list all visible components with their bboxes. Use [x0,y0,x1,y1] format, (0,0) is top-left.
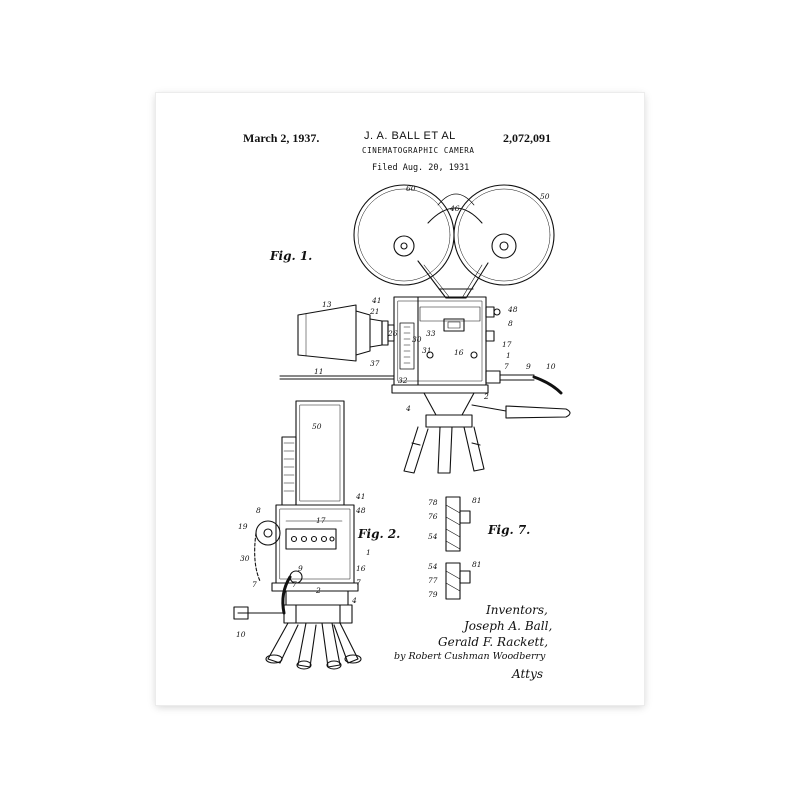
ref-79-fig7: 79 [428,590,438,599]
inventor-2: Gerald F. Rackett, [438,635,549,649]
ref-26: 26 [387,329,398,338]
ref-31: 31 [422,346,432,355]
ref-10: 10 [546,362,556,371]
ref-7b-fig2: 7 [292,580,297,589]
fig7-section-drawing [445,496,471,600]
ref-17: 17 [502,340,512,349]
ref-77-fig7: 77 [428,576,438,585]
ref-9-fig2: 9 [298,564,303,573]
ref-11: 11 [314,367,324,376]
ref-16-fig2: 16 [356,564,366,573]
inventors-label: Inventors, [486,603,548,617]
ref-7-fig2: 7 [252,580,257,589]
ref-21: 21 [369,307,380,316]
filed-date: Filed Aug. 20, 1931 [372,163,470,173]
ref-50-fig2: 50 [312,422,322,431]
ref-30-fig2: 30 [240,554,250,563]
fig2-label: Fig. 2. [358,527,401,541]
patent-title: CINEMATOGRAPHIC CAMERA [362,146,475,155]
ref-2-fig2: 2 [315,586,321,595]
ref-54b-fig7: 54 [428,562,438,571]
ref-16: 16 [454,348,464,357]
ref-30: 30 [412,335,422,344]
ref-1: 1 [506,351,511,360]
fig1-label: Fig. 1. [270,249,313,263]
patent-drawing: 60 46 50 13 41 21 26 30 33 31 16 48 8 17… [233,184,571,670]
ref-7: 7 [504,362,509,371]
ref-48: 48 [507,305,518,314]
ref-37: 37 [370,359,380,368]
fig1-camera-drawing [279,184,571,474]
ref-13: 13 [322,300,332,309]
attorney-signature: by Robert Cushman Woodberry [394,651,546,662]
patent-number: 2,072,091 [503,131,551,145]
inventor-names: J. A. BALL ET AL [364,130,456,142]
ref-76-fig7: 76 [428,512,438,521]
ref-81-fig7: 81 [472,496,482,505]
ref-8: 8 [508,319,513,328]
ref-60: 60 [406,184,416,193]
ref-32: 32 [398,376,408,385]
ref-33: 33 [426,329,436,338]
ref-4: 4 [405,404,411,413]
ref-19-fig2: 19 [238,522,248,531]
ref-48-fig2: 48 [355,506,366,515]
patent-sheet: March 2, 1937. J. A. BALL ET AL 2,072,09… [156,93,644,705]
ref-10-fig2: 10 [236,630,246,639]
ref-54-fig7: 54 [428,532,438,541]
ref-2: 2 [483,392,489,401]
ref-4-fig2: 4 [351,596,357,605]
ref-41: 41 [371,296,382,305]
ref-46: 46 [449,204,460,213]
ref-8-fig2: 8 [256,506,261,515]
ref-9: 9 [526,362,531,371]
ref-50: 50 [540,192,550,201]
fig7-label: Fig. 7. [488,523,531,537]
ref-41-fig2: 41 [355,492,366,501]
attys-label: Attys [512,667,544,681]
ref-17-fig2: 17 [316,516,326,525]
ref-7c-fig2: 7 [356,578,361,587]
patent-date: March 2, 1937. [243,131,320,145]
ref-81b-fig7: 81 [472,560,482,569]
ref-78-fig7: 78 [428,498,438,507]
ref-1-fig2: 1 [366,548,371,557]
fig2-camera-drawing [233,400,362,670]
inventor-1: Joseph A. Ball, [464,619,553,633]
reference-numerals: 60 46 50 13 41 21 26 30 33 31 16 48 8 17… [236,184,556,639]
